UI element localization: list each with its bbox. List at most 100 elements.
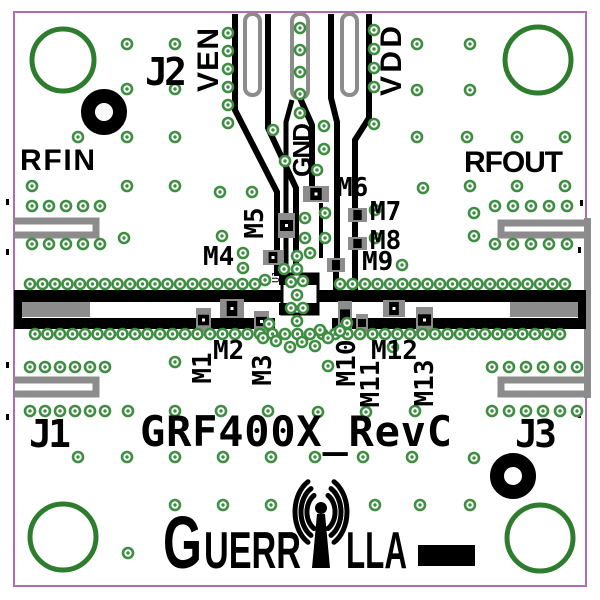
via-hole: [295, 332, 300, 336]
via-hole: [241, 266, 245, 270]
via-hole: [301, 306, 305, 310]
via-hole: [125, 135, 129, 139]
via-hole: [488, 282, 492, 286]
via-hole: [547, 204, 551, 208]
via-hole: [415, 88, 419, 92]
via-hole: [125, 42, 129, 46]
label-ven: VEN: [192, 28, 225, 92]
via-hole: [565, 204, 569, 208]
antenna-wave-icon: [292, 479, 311, 545]
test-point-donut: [490, 453, 536, 499]
via-hole: [525, 282, 530, 286]
via-hole: [490, 365, 494, 369]
antenna-mast-icon: [312, 514, 330, 568]
via-hole: [326, 364, 330, 368]
via-hole: [95, 332, 100, 336]
via-hole: [313, 344, 317, 348]
via-hole: [524, 409, 528, 413]
via-hole: [313, 455, 317, 459]
component-body-core: [271, 256, 275, 259]
via-hole: [64, 242, 68, 246]
component-label: M7: [370, 197, 401, 227]
via-hole: [520, 332, 525, 336]
via-hole: [195, 332, 200, 336]
via-hole: [400, 263, 404, 267]
via-hole: [511, 204, 515, 208]
via-hole: [372, 28, 376, 32]
via-hole: [283, 159, 287, 163]
via-hole: [30, 204, 34, 208]
antenna-wave-icon: [328, 486, 344, 538]
via-hole: [524, 365, 528, 369]
antenna-wave-icon: [331, 479, 350, 545]
via-hole: [408, 332, 412, 336]
component-body-core: [260, 320, 263, 323]
via-hole: [170, 332, 175, 336]
via-hole: [418, 503, 422, 507]
via-hole: [28, 365, 32, 369]
via-hole: [183, 332, 187, 336]
via-hole: [233, 332, 237, 336]
via-hole: [128, 282, 132, 286]
via-hole: [173, 42, 177, 46]
sma-pad: [14, 298, 90, 317]
via-hole: [83, 332, 87, 336]
antenna-wave-icon: [304, 493, 317, 531]
via-hole: [226, 121, 230, 125]
via-hole: [363, 282, 367, 286]
via-hole: [266, 409, 270, 413]
via-hole: [274, 339, 278, 343]
via-hole: [358, 332, 362, 336]
via-hole: [125, 87, 129, 91]
via-hole: [373, 208, 377, 212]
via-hole: [270, 332, 275, 336]
via-hole: [298, 26, 302, 30]
via-hole: [76, 455, 80, 459]
via-hole: [263, 278, 267, 282]
signal-trace: [232, 14, 280, 276]
via-hole: [289, 306, 293, 310]
via-hole: [507, 409, 511, 413]
via-hole: [190, 282, 195, 286]
via-hole: [98, 242, 102, 246]
via-hole: [241, 251, 245, 255]
component-body: [340, 309, 350, 323]
via-hole: [153, 282, 157, 286]
edge-connector-pad: [14, 376, 100, 398]
via-hole: [318, 328, 322, 332]
antenna-wave-icon: [298, 486, 314, 538]
component-body-core: [230, 307, 234, 310]
via-hole: [563, 135, 567, 139]
label-vdd: VDD: [375, 26, 408, 96]
via-hole: [301, 279, 305, 283]
via-hole: [515, 184, 519, 188]
via-hole: [70, 332, 75, 336]
via-hole: [468, 184, 472, 188]
component-body: [353, 210, 362, 220]
via-hole: [58, 332, 62, 336]
edge-tick: [6, 249, 9, 255]
mounting-hole: [29, 26, 97, 94]
via-hole: [295, 293, 299, 297]
mounting-hole: [27, 501, 99, 573]
via-hole: [43, 409, 47, 413]
via-hole: [220, 332, 225, 336]
rf-trace-bar: [14, 290, 282, 302]
component-label: M1: [188, 352, 218, 383]
via-hole: [361, 455, 365, 459]
component-label: M2: [213, 336, 244, 366]
edge-connector-pad: [14, 217, 100, 239]
via-hole: [125, 184, 129, 188]
via-hole: [295, 267, 299, 271]
via-hole: [45, 332, 50, 336]
via-hole: [308, 251, 312, 255]
via-hole: [226, 85, 230, 89]
via-hole: [173, 184, 177, 188]
via-hole: [65, 282, 70, 286]
via-hole: [103, 409, 107, 413]
via-hole: [203, 282, 207, 286]
via-hole: [219, 409, 223, 413]
via-hole: [338, 282, 342, 286]
via-hole: [493, 204, 497, 208]
